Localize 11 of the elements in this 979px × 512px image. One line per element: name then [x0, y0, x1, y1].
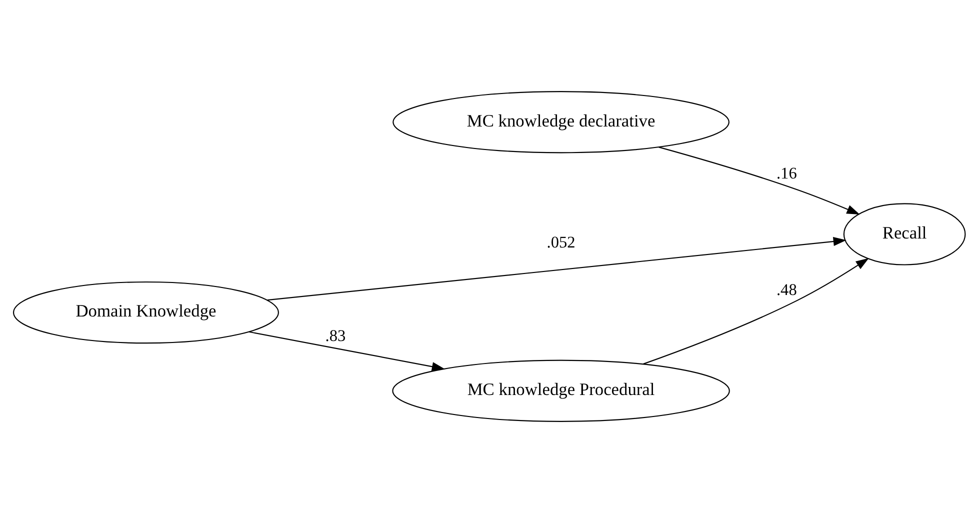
edge-label: .48	[776, 280, 797, 299]
arrow	[658, 146, 860, 214]
edge-label: .16	[776, 163, 797, 182]
arrow	[643, 258, 869, 364]
node-ellipse: MC knowledge declarative	[392, 90, 730, 153]
arrow	[267, 236, 846, 300]
node-ellipse: MC knowledge Procedural	[392, 359, 730, 422]
node-ellipse: Domain Knowledge	[12, 280, 279, 344]
edge-label: .052	[546, 232, 576, 251]
arrow	[249, 330, 446, 371]
edge-label: .83	[325, 325, 346, 344]
